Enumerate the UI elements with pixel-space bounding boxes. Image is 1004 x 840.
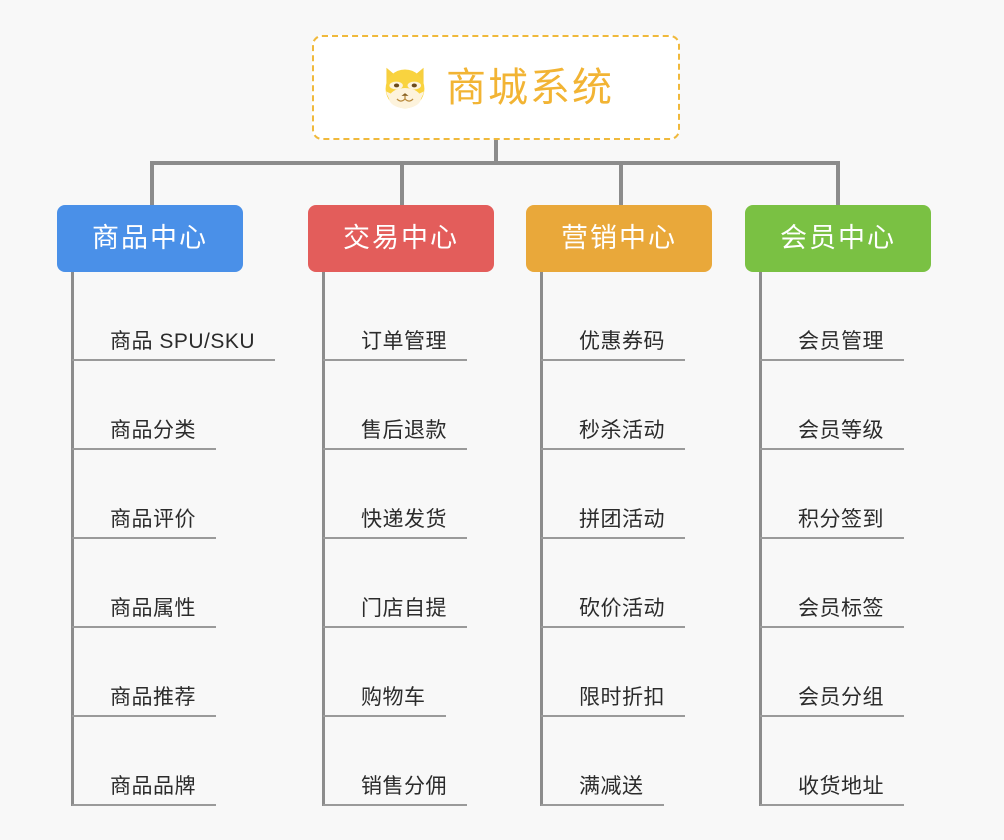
- connector-root-stem: [494, 140, 498, 164]
- leaf-label: 会员标签: [798, 596, 884, 620]
- leaf-label: 限时折扣: [579, 685, 665, 709]
- leaf-label: 门店自提: [361, 596, 447, 620]
- list-item[interactable]: 快递发货: [323, 450, 494, 539]
- category-header-4[interactable]: 会员中心: [745, 205, 931, 272]
- list-item[interactable]: 积分签到: [760, 450, 931, 539]
- leaf-label: 商品品牌: [110, 774, 196, 798]
- category-label-4: 会员中心: [780, 223, 896, 253]
- list-item[interactable]: 收货地址: [760, 717, 931, 806]
- leaf-list-3: 优惠券码 秒杀活动 拼团活动 砍价活动 限时折扣 满减送: [540, 272, 712, 806]
- leaf-label: 订单管理: [361, 329, 447, 353]
- leaf-label: 会员等级: [798, 418, 884, 442]
- leaf-label: 商品分类: [110, 418, 196, 442]
- leaf-label: 会员分组: [798, 685, 884, 709]
- list-item[interactable]: 商品 SPU/SKU: [72, 272, 276, 361]
- list-item[interactable]: 会员标签: [760, 539, 931, 628]
- leaf-label: 商品推荐: [110, 685, 196, 709]
- list-item[interactable]: 限时折扣: [541, 628, 712, 717]
- list-item[interactable]: 商品评价: [72, 450, 243, 539]
- leaf-label: 售后退款: [361, 418, 447, 442]
- category-header-3[interactable]: 营销中心: [526, 205, 712, 272]
- leaf-label: 满减送: [579, 774, 644, 798]
- list-item[interactable]: 销售分佣: [323, 717, 494, 806]
- root-node[interactable]: 商城系统: [312, 35, 680, 140]
- category-header-2[interactable]: 交易中心: [308, 205, 494, 272]
- leaf-label: 销售分佣: [361, 774, 447, 798]
- branch-column-1: 商品中心 商品 SPU/SKU 商品分类 商品评价 商品属性 商品推荐 商品品牌: [57, 205, 276, 806]
- connector-drop-2: [400, 161, 404, 207]
- list-item[interactable]: 会员等级: [760, 361, 931, 450]
- leaf-label: 商品属性: [110, 596, 196, 620]
- category-header-1[interactable]: 商品中心: [57, 205, 243, 272]
- list-item[interactable]: 商品推荐: [72, 628, 243, 717]
- connector-horizontal-bus: [150, 161, 840, 165]
- category-label-2: 交易中心: [343, 223, 459, 253]
- leaf-label: 购物车: [361, 685, 426, 709]
- connector-drop-3: [619, 161, 623, 207]
- leaf-label: 砍价活动: [579, 596, 665, 620]
- leaf-label: 拼团活动: [579, 507, 665, 531]
- leaf-label: 积分签到: [798, 507, 884, 531]
- branch-column-3: 营销中心 优惠券码 秒杀活动 拼团活动 砍价活动 限时折扣 满减送: [526, 205, 712, 806]
- list-item[interactable]: 购物车: [323, 628, 494, 717]
- leaf-label: 快递发货: [361, 507, 447, 531]
- list-item[interactable]: 售后退款: [323, 361, 494, 450]
- list-item[interactable]: 商品属性: [72, 539, 243, 628]
- leaf-list-4: 会员管理 会员等级 积分签到 会员标签 会员分组 收货地址: [759, 272, 931, 806]
- branch-column-4: 会员中心 会员管理 会员等级 积分签到 会员标签 会员分组 收货地址: [745, 205, 931, 806]
- leaf-label: 会员管理: [798, 329, 884, 353]
- list-item[interactable]: 满减送: [541, 717, 712, 806]
- list-item[interactable]: 会员管理: [760, 272, 931, 361]
- list-item[interactable]: 优惠券码: [541, 272, 712, 361]
- list-item[interactable]: 门店自提: [323, 539, 494, 628]
- leaf-label: 收货地址: [798, 774, 884, 798]
- leaf-label: 秒杀活动: [579, 418, 665, 442]
- leaf-list-2: 订单管理 售后退款 快递发货 门店自提 购物车 销售分佣: [322, 272, 494, 806]
- root-title: 商城系统: [446, 65, 614, 110]
- list-item[interactable]: 商品分类: [72, 361, 243, 450]
- leaf-label: 商品评价: [110, 507, 196, 531]
- list-item[interactable]: 拼团活动: [541, 450, 712, 539]
- list-item[interactable]: 商品品牌: [72, 717, 243, 806]
- leaf-label: 商品 SPU/SKU: [110, 329, 256, 353]
- branch-column-2: 交易中心 订单管理 售后退款 快递发货 门店自提 购物车 销售分佣: [308, 205, 494, 806]
- leaf-label: 优惠券码: [579, 329, 665, 353]
- connector-drop-4: [836, 161, 840, 207]
- connector-drop-1: [150, 161, 154, 207]
- list-item[interactable]: 砍价活动: [541, 539, 712, 628]
- leaf-list-1: 商品 SPU/SKU 商品分类 商品评价 商品属性 商品推荐 商品品牌: [71, 272, 276, 806]
- list-item[interactable]: 订单管理: [323, 272, 494, 361]
- shiba-inu-icon: [385, 67, 425, 108]
- category-label-3: 营销中心: [561, 223, 677, 253]
- category-label-1: 商品中心: [92, 223, 208, 253]
- list-item[interactable]: 秒杀活动: [541, 361, 712, 450]
- list-item[interactable]: 会员分组: [760, 628, 931, 717]
